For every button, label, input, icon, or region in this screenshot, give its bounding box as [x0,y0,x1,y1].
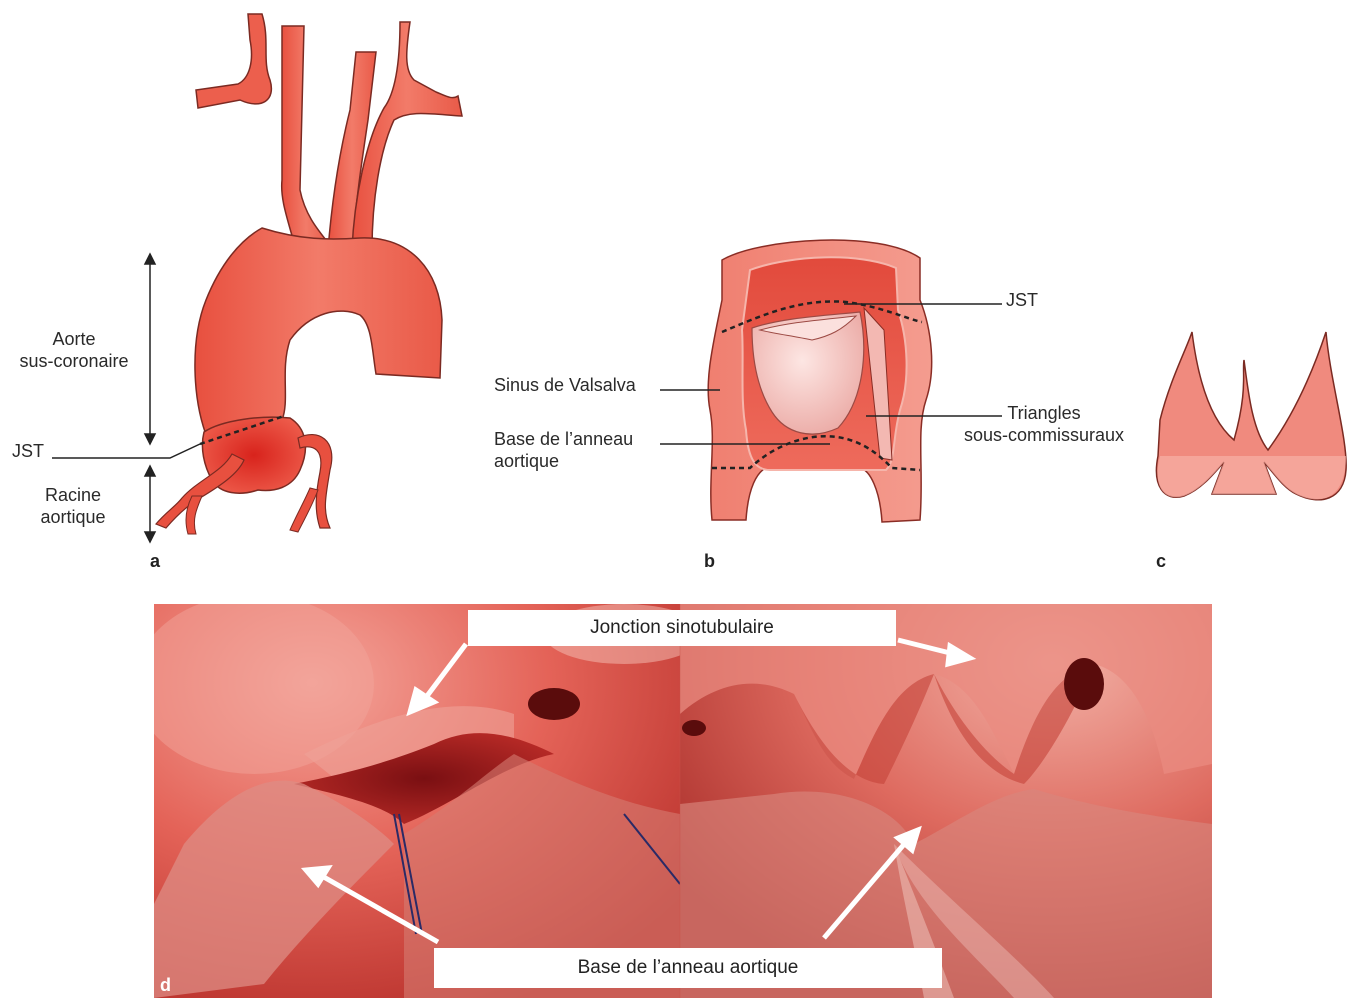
aortic-root-section [708,240,931,522]
white-arrow-icon [306,640,970,942]
triangles-illustration [1156,332,1346,500]
label-triangles: Triangles sous-commissuraux [946,402,1142,446]
surgical-photo: Jonction sinotubulaire Base de l’anneau … [154,604,1212,998]
label-aorte-sus-coronaire: Aorte sus-coronaire [8,328,140,372]
label-jst-b: JST [1006,289,1038,311]
illustration-canvas [0,0,1348,600]
double-arrow-icon [145,254,155,542]
panel-letter-a: a [150,551,160,572]
panel-letter-c: c [1156,551,1166,572]
panel-letter-b: b [704,551,715,572]
label-sinus-valsalva: Sinus de Valsalva [494,374,636,396]
arrow-overlay [154,604,1212,998]
aorta-illustration [156,14,462,534]
jst-leader-line-a [52,444,200,458]
callout-base-anneau: Base de l’anneau aortique [434,948,942,988]
label-jst-a: JST [12,440,44,462]
callout-jonction-sinotubulaire: Jonction sinotubulaire [468,610,896,646]
label-base-anneau: Base de l’anneau aortique [494,428,633,472]
panel-letter-d: d [160,975,171,996]
label-racine-aortique: Racine aortique [12,484,134,528]
